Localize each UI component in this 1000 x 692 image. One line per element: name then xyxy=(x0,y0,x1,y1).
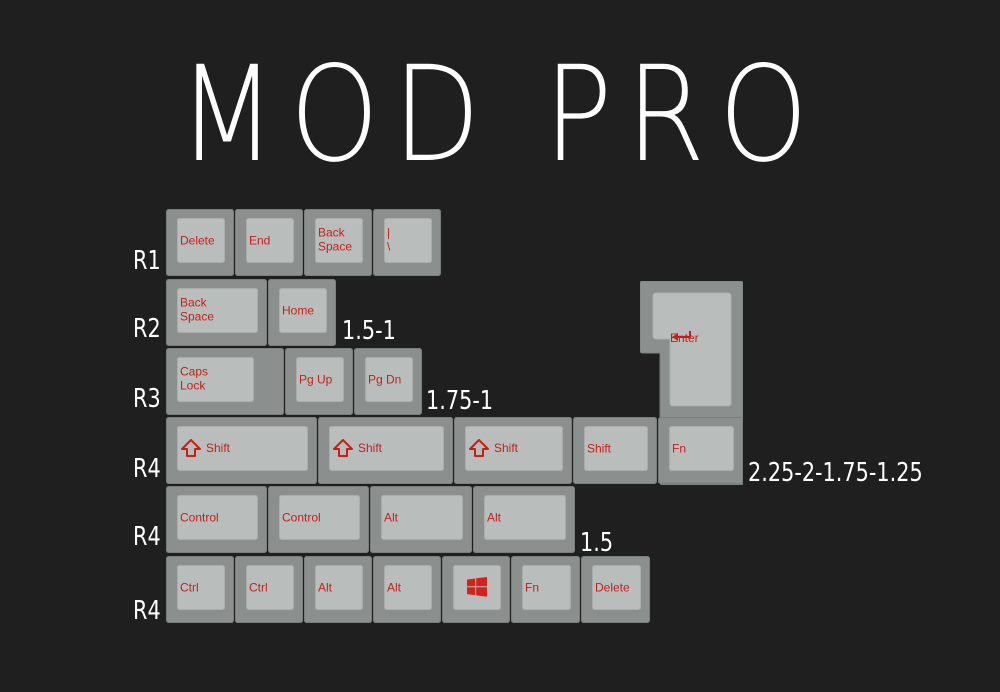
keycap-legend: Back Space xyxy=(318,225,353,254)
keycap-ctrl: Ctrl xyxy=(166,556,234,623)
keycap-legend: Shift xyxy=(180,438,230,458)
keycap-shift-2-25: Shift xyxy=(166,417,317,484)
keycap-home: Home xyxy=(268,279,336,346)
shift-label: Shift xyxy=(494,440,519,455)
keycap-control: Control xyxy=(268,486,369,553)
keycap-caps-lock: Caps Lock xyxy=(166,348,284,415)
keycap-legend: Fn xyxy=(525,579,540,594)
row-label-r1: R1 xyxy=(133,246,161,276)
keycap-legend: Alt xyxy=(384,509,399,524)
keycap-legend: Delete xyxy=(595,579,630,594)
keycap-end: End xyxy=(235,209,303,276)
row-label-r4: R4 xyxy=(133,522,161,552)
keycap-alt: Alt xyxy=(373,556,441,623)
keycap-pg-up: Pg Up xyxy=(285,348,353,415)
keycap-fn: Fn xyxy=(511,556,580,623)
keycap-windows xyxy=(442,556,510,623)
keycap-legend: End xyxy=(249,232,271,247)
keycap-legend: Shift xyxy=(468,438,518,458)
keycap-legend: Home xyxy=(282,302,315,317)
keycap-fn-1-25: Fn xyxy=(658,417,743,484)
keycap-legend: Enter xyxy=(670,331,699,345)
keycap-legend: Shift xyxy=(332,438,382,458)
keycap-delete: Delete xyxy=(166,209,234,276)
shift-arrow-icon xyxy=(333,438,353,457)
keycap-legend: Ctrl xyxy=(180,579,199,594)
keycap-legend: Alt xyxy=(318,579,333,594)
row-label-r3: R3 xyxy=(133,384,161,414)
size-label-r4a: 2.25-2-1.75-1.25 xyxy=(748,458,923,488)
keycap-pg-dn: Pg Dn xyxy=(354,348,422,415)
keycap-legend: Caps Lock xyxy=(180,364,209,393)
keycap-delete: Delete xyxy=(581,556,650,623)
keycap-ctrl: Ctrl xyxy=(235,556,303,623)
keycap-shift-1-75: Shift xyxy=(454,417,572,484)
keycap-legend: Alt xyxy=(387,579,402,594)
keycap-legend: Back Space xyxy=(180,295,215,324)
shift-label: Shift xyxy=(358,440,383,455)
keycap-legend: Delete xyxy=(180,232,215,247)
keycap-legend: | \ xyxy=(387,225,391,254)
row-label-r4: R4 xyxy=(133,596,161,626)
shift-arrow-icon xyxy=(181,438,201,457)
keycap-legend: Control xyxy=(282,509,321,524)
size-label-r4b: 1.5 xyxy=(580,528,614,558)
keycap-backspace: Back Space xyxy=(304,209,372,276)
keycap-legend: Fn xyxy=(672,440,687,455)
row-label-r4: R4 xyxy=(133,454,161,484)
keycap-shift-2: Shift xyxy=(318,417,453,484)
windows-logo-icon xyxy=(467,576,487,597)
keycap-alt: Alt xyxy=(370,486,472,553)
size-label-r2: 1.5-1 xyxy=(342,316,396,346)
keycap-legend: Control xyxy=(180,509,219,524)
keycap-legend: Shift xyxy=(587,440,612,455)
keycap-shift-1-25: Shift xyxy=(573,417,657,484)
keycap-legend: Alt xyxy=(487,509,502,524)
enter-arrow-icon xyxy=(672,331,691,341)
keycap-alt: Alt xyxy=(304,556,372,623)
keycap-backspace-1-5: Back Space xyxy=(166,279,267,346)
keycap-alt: Alt xyxy=(473,486,575,553)
page-title: MOD PRO xyxy=(178,38,822,192)
keycap-control: Control xyxy=(166,486,267,553)
keycap-legend: Pg Dn xyxy=(368,371,402,386)
keycap-pipe-backslash: | \ xyxy=(373,209,441,276)
shift-label: Shift xyxy=(206,440,231,455)
size-label-r3: 1.75-1 xyxy=(426,386,494,416)
row-label-r2: R2 xyxy=(133,314,161,344)
shift-arrow-icon xyxy=(469,438,489,457)
keycap-legend: Pg Up xyxy=(299,371,333,386)
keycap-legend: Ctrl xyxy=(249,579,268,594)
